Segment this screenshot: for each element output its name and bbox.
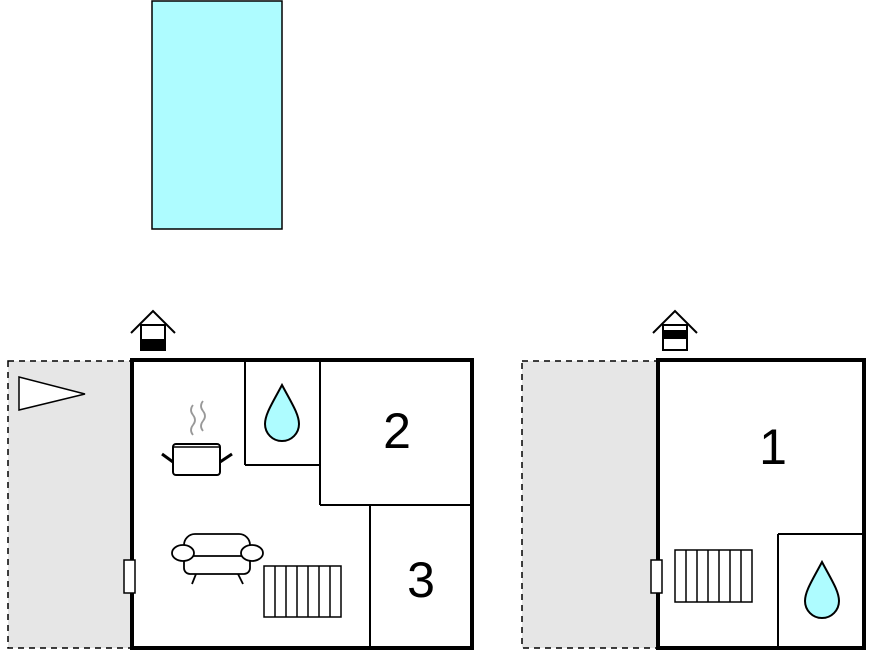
floor-left-interior-walls [244,361,471,647]
pennant-icon [18,376,86,411]
water-drop-icon [263,382,301,442]
window-icon [123,559,136,594]
window-icon [650,559,663,594]
room-label-1: 1 [759,419,787,475]
floor-right-outline [656,358,866,650]
house-entrance-icon [652,309,698,351]
room-label-2: 2 [383,403,411,459]
floor-right-interior-walls [777,533,864,647]
radiator-icon [263,565,342,618]
room-label-3: 3 [407,552,435,608]
water-drop-icon [803,559,841,619]
swimming-pool-icon [151,0,283,230]
floor-left-outline [130,358,474,650]
sofa-icon [171,533,264,585]
cooking-pot-icon [161,400,233,476]
radiator-icon [674,549,753,603]
terrace-left [7,360,132,649]
terrace-right [521,360,658,649]
house-entrance-icon [130,309,176,351]
